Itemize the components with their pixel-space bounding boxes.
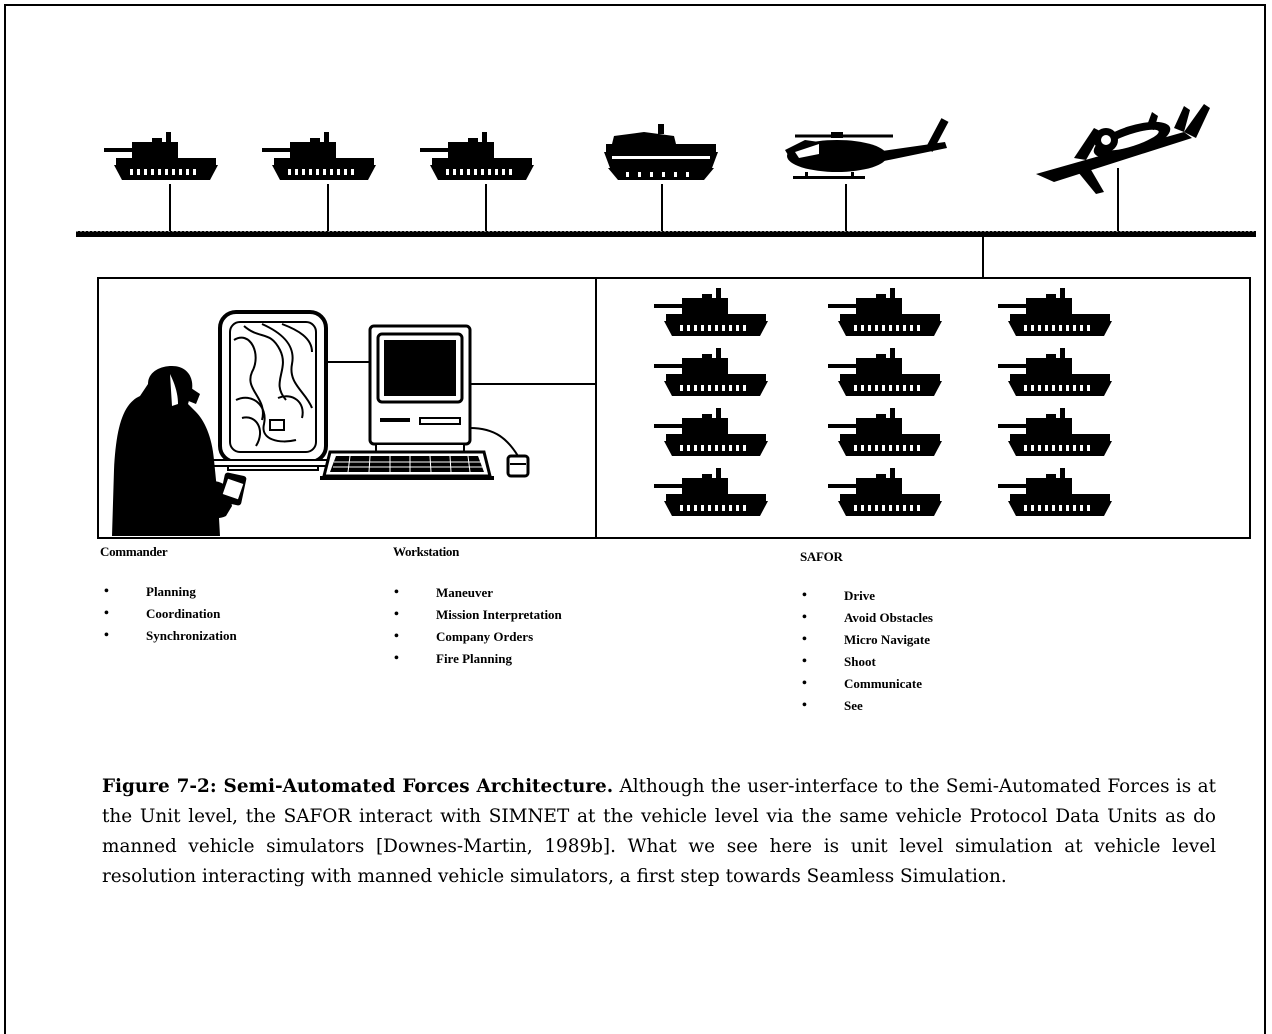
workstation-scene [112,310,596,536]
caption-text: Although the user-interface to the Semi-… [102,776,1216,887]
list-item: See [802,695,933,717]
list-item: Avoid Obstacles [802,607,933,629]
safor-tank-grid [654,288,1112,516]
safor-architecture-diagram [76,104,1256,539]
list-item: Company Orders [394,626,562,648]
list-item: Drive [802,585,933,607]
tank-icon [828,408,942,456]
list-item: Micro Navigate [802,629,933,651]
list-item: Synchronization [104,625,237,647]
tank-icon [998,408,1112,456]
list-item: Fire Planning [394,648,562,670]
tank-icon [654,288,768,336]
tank-icon [828,468,942,516]
mouse-icon [506,454,530,478]
aircraft-icon [1036,104,1210,194]
map-display-icon [197,310,343,471]
simulation-box [97,277,1251,539]
tank-icon [998,348,1112,396]
tank-icon [654,468,768,516]
workstation-list: Maneuver Mission Interpretation Company … [394,582,562,670]
list-item: Mission Interpretation [394,604,562,626]
list-item: Planning [104,581,237,603]
keyboard-icon [320,450,494,480]
network-bus [76,231,1256,237]
figure-frame [4,4,1266,1034]
figure-caption: Figure 7-2: Semi-Automated Forces Archit… [102,772,1216,892]
tank-icon [828,348,942,396]
commander-label: Commander [100,544,168,559]
safor-list: Drive Avoid Obstacles Micro Navigate Sho… [802,585,933,717]
commander-person-icon [112,366,247,536]
workstation-label: Workstation [393,544,460,559]
tank-icon [654,408,768,456]
tank-icon [104,132,218,180]
safor-label: SAFOR [800,549,843,564]
tank-icon [262,132,376,180]
list-item: Communicate [802,673,933,695]
tank-icon [998,468,1112,516]
helicopter-icon [785,118,949,179]
list-item: Shoot [802,651,933,673]
list-item: Coordination [104,603,237,625]
figure-label: Figure 7-2: Semi-Automated Forces Archit… [102,776,614,797]
list-item: Maneuver [394,582,562,604]
tank-icon [828,288,942,336]
tank-icon [998,288,1112,336]
armored-vehicle-icon [604,124,718,180]
tank-icon [420,132,534,180]
commander-list: Planning Coordination Synchronization [104,581,237,647]
tank-icon [654,348,768,396]
computer-icon [368,324,472,453]
